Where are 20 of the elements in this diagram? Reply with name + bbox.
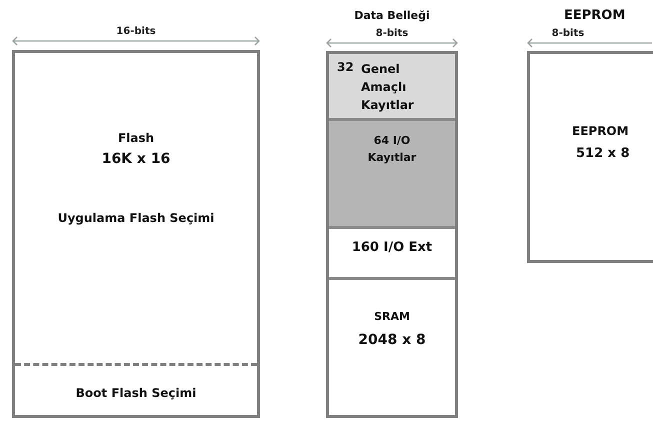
register-section: [329, 54, 455, 121]
section-label: Genel Amaçlı Kayıtlar: [361, 61, 415, 114]
block-heading: EEPROM: [564, 8, 626, 23]
memory-name: EEPROM: [572, 124, 629, 138]
register-count: 32: [337, 60, 354, 74]
memory-size: 2048 x 8: [357, 332, 427, 348]
io-register-section: [329, 121, 455, 229]
section-label: Uygulama Flash Seçimi: [56, 211, 216, 225]
flash-memory-block: [12, 50, 260, 418]
memory-size: 16K x 16: [100, 151, 172, 167]
section-label: 160 I/O Ext: [350, 240, 434, 255]
bit-width-label: 8-bits: [374, 28, 410, 39]
section-label: 64 I/O Kayıtlar: [366, 133, 418, 166]
section-label: Boot Flash Seçimi: [74, 386, 198, 400]
block-heading: Data Belleği: [353, 9, 431, 22]
memory-name: Flash: [116, 131, 156, 145]
bit-width-label: 8-bits: [550, 28, 586, 39]
memory-name: SRAM: [373, 310, 411, 323]
bit-width-label: 16-bits: [115, 26, 157, 37]
memory-size: 512 x 8: [576, 146, 630, 161]
